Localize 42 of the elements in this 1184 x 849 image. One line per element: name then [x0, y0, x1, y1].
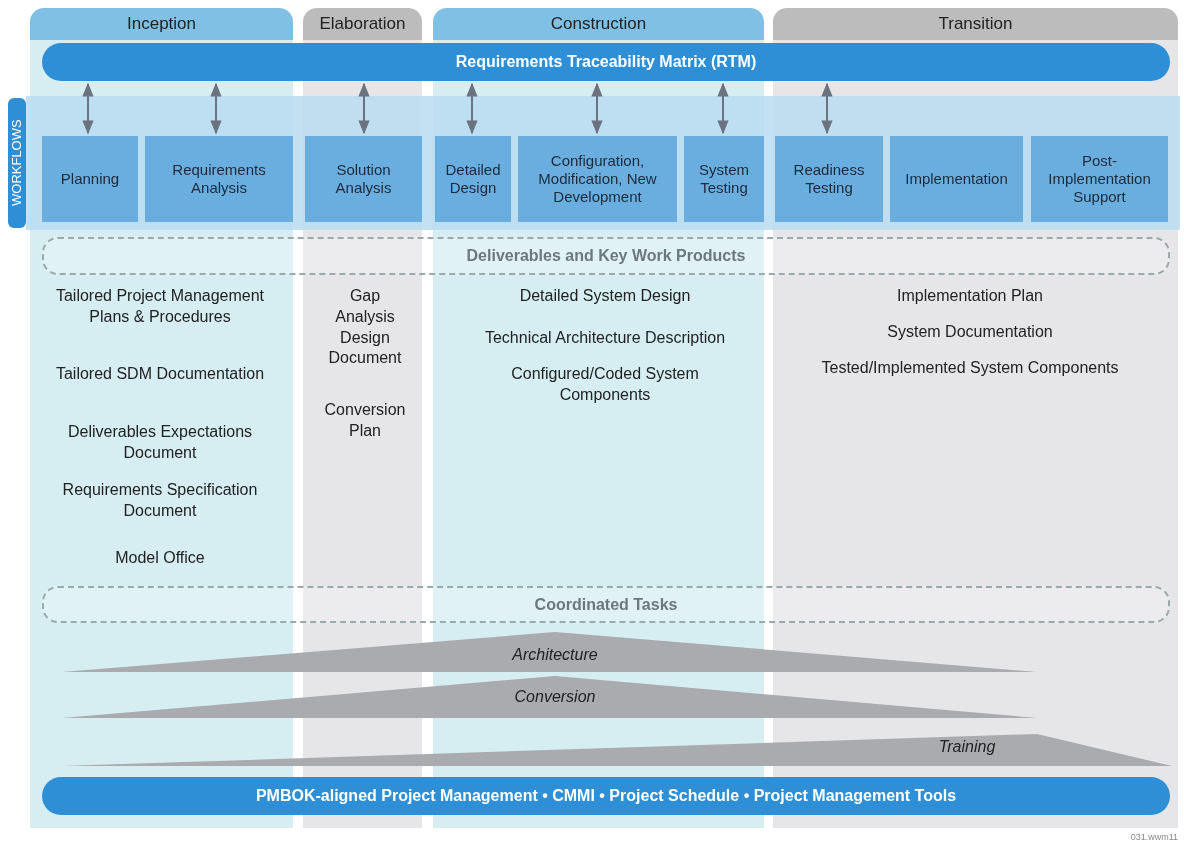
- double-arrow: [591, 82, 603, 135]
- deliverable-text: Tested/Implemented System Components: [820, 358, 1120, 378]
- deliverable-text: Gap Analysis Design Document: [327, 286, 403, 369]
- double-arrow: [210, 82, 222, 135]
- workflow-box: Requirements Analysis: [145, 136, 293, 222]
- workflow-box: Solution Analysis: [305, 136, 422, 222]
- double-arrow: [358, 82, 370, 135]
- workflow-box: Readiness Testing: [775, 136, 883, 222]
- double-arrow: [82, 82, 94, 135]
- double-arrow: [466, 82, 478, 135]
- phase-tab: Inception: [30, 8, 293, 40]
- workflow-box: Configuration, Modification, New Development: [518, 136, 677, 222]
- figure-code: 031.wwm11: [1130, 832, 1178, 844]
- phase-tab: Transition: [773, 8, 1178, 40]
- deliverable-text: Requirements Specification Document: [61, 480, 259, 521]
- phase-tab: Elaboration: [303, 8, 422, 40]
- banner-bar: Requirements Traceability Matrix (RTM): [42, 43, 1170, 81]
- workflow-box: Planning: [42, 136, 138, 222]
- deliverable-text: Technical Architecture Description: [483, 328, 727, 348]
- double-arrow: [821, 82, 833, 135]
- workflow-box: Post-Implementation Support: [1031, 136, 1168, 222]
- double-arrow: [717, 82, 729, 135]
- deliverable-text: Tailored Project Management Plans & Procedures: [54, 286, 266, 327]
- dashed-band: Deliverables and Key Work Products: [42, 237, 1170, 275]
- workflow-box: Detailed Design: [435, 136, 511, 222]
- side-tab: WORKFLOWS: [8, 98, 26, 228]
- deliverable-text: Model Office: [114, 548, 206, 568]
- phase-tab: Construction: [433, 8, 764, 40]
- wedge-label: Training: [938, 738, 996, 756]
- deliverable-text: Detailed System Design: [518, 286, 692, 306]
- deliverable-text: Deliverables Expectations Document: [66, 422, 254, 463]
- dashed-band: Coordinated Tasks: [42, 586, 1170, 623]
- deliverable-text: Configured/Coded System Components: [510, 364, 700, 405]
- workflow-box: Implementation: [890, 136, 1023, 222]
- workflow-box: System Testing: [684, 136, 764, 222]
- deliverable-text: System Documentation: [886, 322, 1054, 342]
- deliverable-text: Tailored SDM Documentation: [54, 364, 266, 384]
- deliverable-text: Conversion Plan: [323, 400, 407, 441]
- wedge-label: Architecture: [512, 646, 598, 664]
- deliverable-text: Implementation Plan: [896, 286, 1044, 306]
- banner-bar: PMBOK-aligned Project Management • CMMI • Project Schedule • Project Management Tools: [42, 777, 1170, 815]
- wedge-label: Conversion: [514, 688, 596, 706]
